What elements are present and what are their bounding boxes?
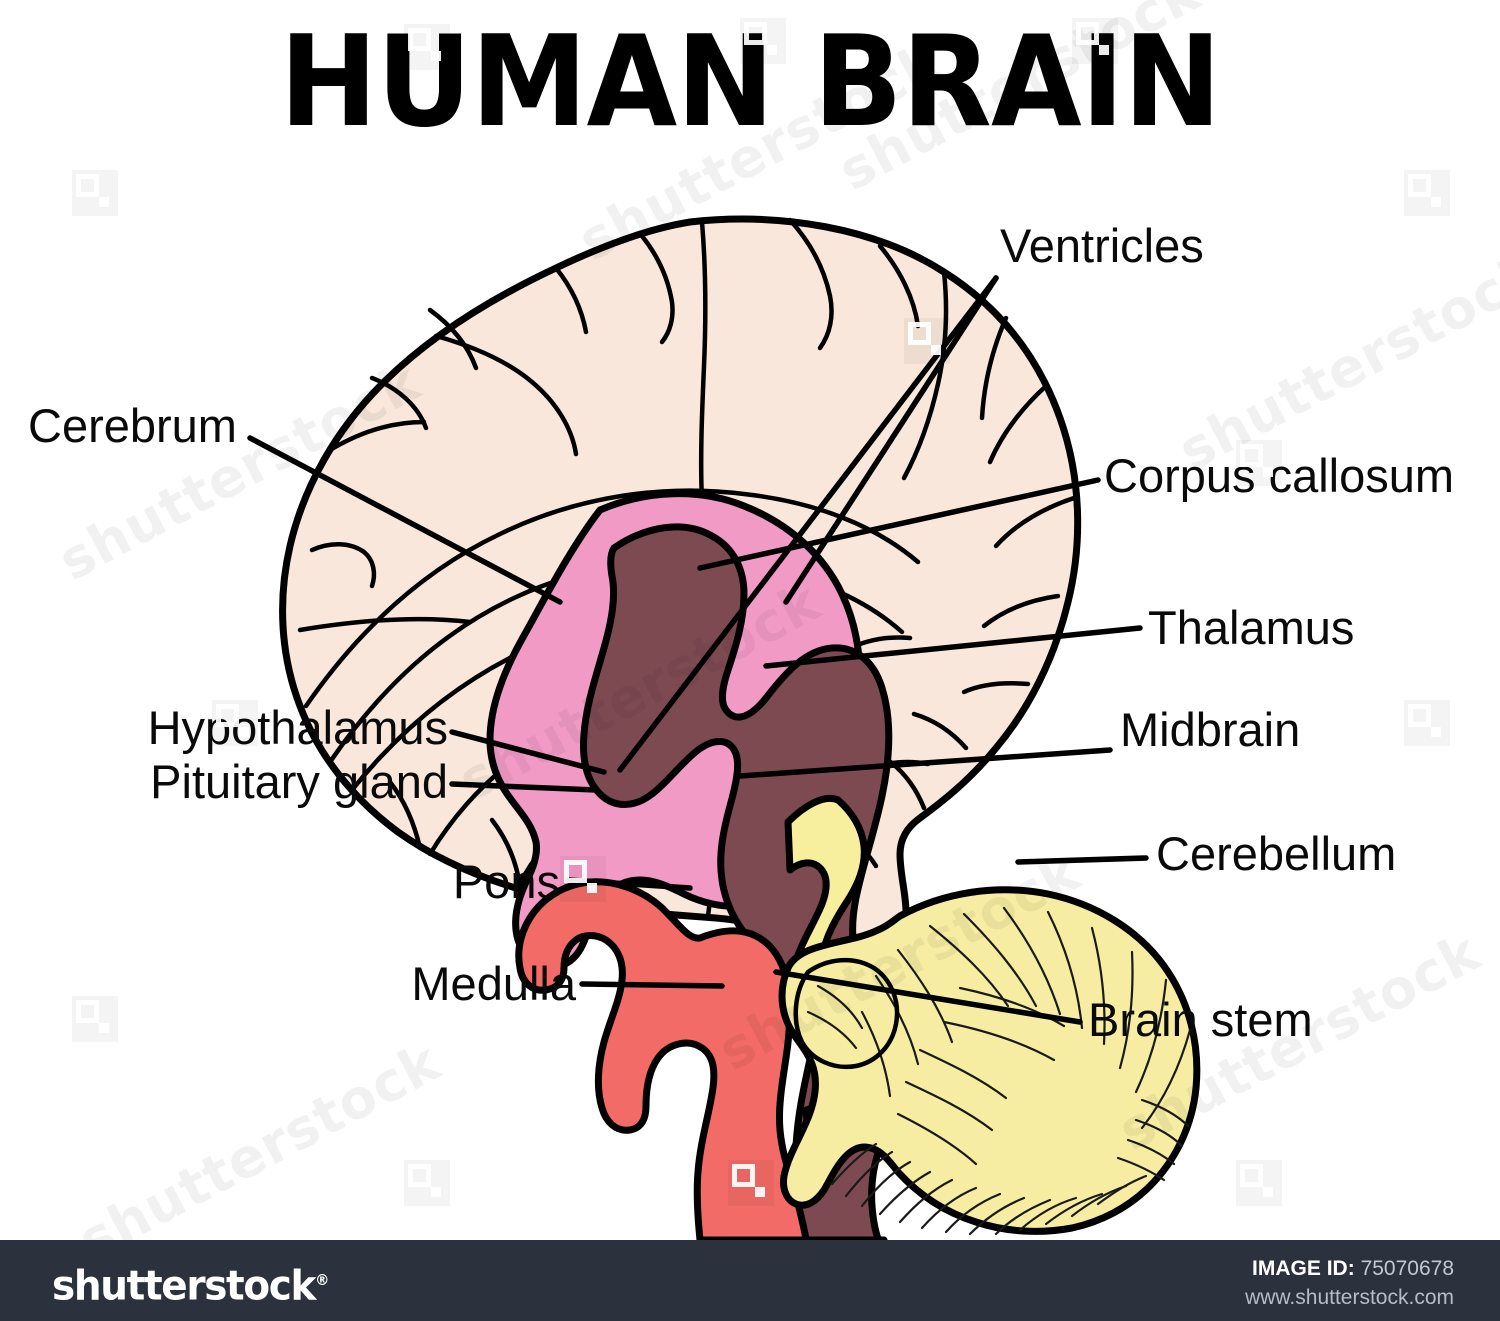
leader-medulla xyxy=(579,981,725,989)
leader-cerebellum xyxy=(1015,855,1149,865)
website-url[interactable]: www.shutterstock.com xyxy=(1245,1286,1454,1309)
shutterstock-logo[interactable]: shutterstock® xyxy=(52,1260,329,1307)
label-ventricles: Ventricles xyxy=(1000,219,1204,272)
leader-hypothalamus xyxy=(449,729,607,775)
label-cerebrum: Cerebrum xyxy=(28,399,237,452)
leader-midbrain xyxy=(737,747,1113,779)
leader-ventricles-b xyxy=(783,275,999,605)
label-hypothalamus: Hypothalamus xyxy=(147,701,448,754)
registered-mark: ® xyxy=(315,1271,330,1289)
leader-pons xyxy=(565,877,693,891)
label-corpus-callosum: Corpus callosum xyxy=(1104,449,1455,502)
label-pons: Pons xyxy=(452,855,560,908)
leader-cerebrum xyxy=(247,435,563,605)
shutterstock-logo-text: shutterstock xyxy=(52,1261,316,1310)
leader-pituitary xyxy=(449,781,599,793)
leader-corpus-callosum xyxy=(697,477,1101,571)
label-midbrain: Midbrain xyxy=(1120,703,1301,756)
footer-bar: shutterstock® IMAGE ID: 75070678 www.shu… xyxy=(0,1240,1500,1321)
label-medulla: Medulla xyxy=(411,957,576,1010)
leader-ventricles-a xyxy=(617,275,999,773)
cerebellum-region xyxy=(778,886,1201,1236)
label-thalamus: Thalamus xyxy=(1148,601,1355,654)
label-brain-stem: Brain stem xyxy=(1088,993,1313,1046)
leader-brain-stem xyxy=(773,969,1083,1025)
pons-medulla-region xyxy=(515,878,810,1240)
image-id-value: 75070678 xyxy=(1360,1257,1454,1280)
label-cerebellum: Cerebellum xyxy=(1156,827,1397,880)
image-id-key: IMAGE ID: xyxy=(1252,1257,1355,1280)
page-title: HUMAN BRAIN xyxy=(279,8,1221,155)
image-id: IMAGE ID: 75070678 xyxy=(1252,1256,1454,1281)
leader-thalamus xyxy=(763,625,1143,669)
label-pituitary-gland: Pituitary gland xyxy=(150,755,448,808)
leader-lines xyxy=(247,275,1149,1025)
brain-diagram: .ol { stroke:#000; stroke-width:7; strok… xyxy=(0,150,1500,1240)
